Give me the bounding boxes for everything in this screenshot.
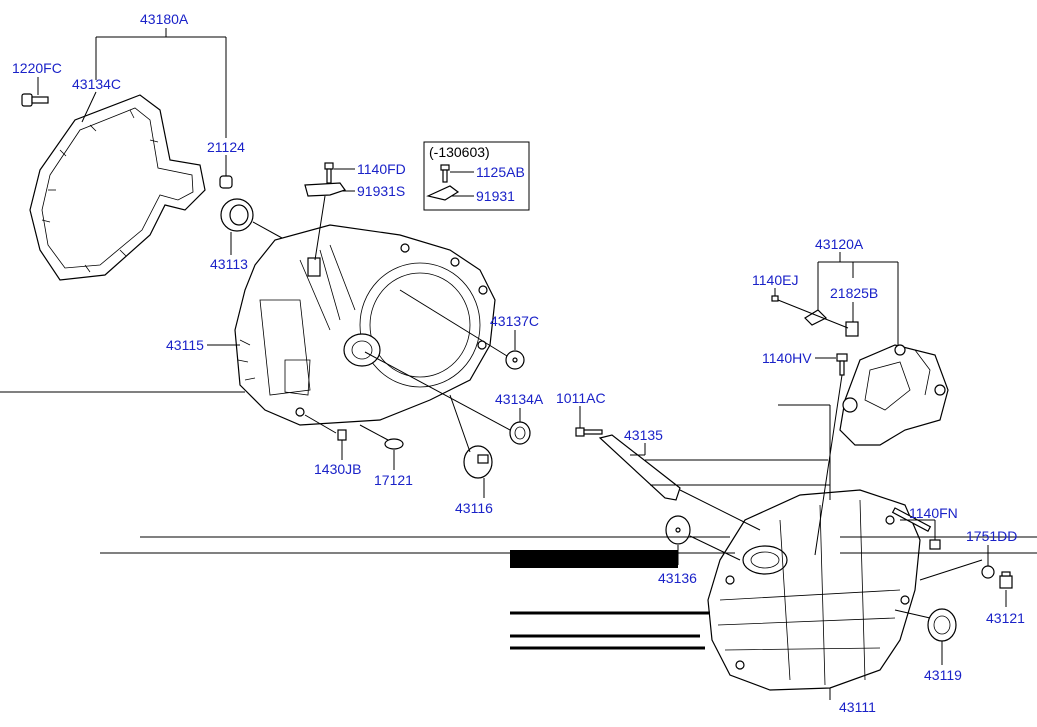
clutch-housing-43115 (234, 224, 496, 426)
label-43121: 43121 (986, 610, 1025, 626)
bolt-1140fd (324, 162, 334, 184)
label-43119: 43119 (924, 667, 962, 683)
label-43113: 43113 (210, 256, 248, 272)
mount-bracket-43120a (839, 344, 949, 446)
plug-43137c (505, 350, 525, 370)
label-17121: 17121 (374, 472, 413, 488)
label-43116: 43116 (455, 500, 493, 516)
retainer-21825b-clip (804, 309, 828, 326)
oil-seal-43113 (220, 198, 254, 232)
plate-43116 (463, 445, 493, 479)
label-1751dd: 1751DD (966, 528, 1017, 544)
label-43120a: 43120A (815, 236, 864, 252)
label-1125ab: 1125AB (476, 164, 525, 180)
bracket-91931s (304, 182, 346, 197)
label-43111: 43111 (839, 699, 876, 715)
bolt-1011ac (575, 427, 603, 437)
label-43134a: 43134A (495, 391, 544, 407)
bolt-1220fc (21, 93, 49, 107)
label-1140fn: 1140FN (909, 505, 958, 521)
label-21825b: 21825B (830, 285, 878, 301)
bracket-91931 (426, 185, 460, 201)
label-91931: 91931 (476, 188, 515, 204)
bolt-1140ej (771, 295, 779, 302)
magnet-17121 (384, 438, 404, 450)
label-1011ac: 1011AC (556, 390, 606, 406)
bolt-1140hv (836, 353, 848, 376)
leader-lines (0, 28, 1037, 700)
oil-seal-43134a (509, 421, 531, 445)
label-21124: 21124 (207, 139, 245, 155)
bracket-43135 (598, 434, 681, 501)
dowel-pin-21124 (219, 175, 233, 189)
label-43180a: 43180A (140, 11, 189, 27)
inset-box-title: (-130603) (429, 144, 490, 160)
bolt-1125ab (440, 164, 450, 183)
label-1140fd: 1140FD (357, 161, 406, 177)
label-1140ej: 1140EJ (752, 272, 798, 288)
insulator-21825b (845, 321, 859, 337)
label-43115: 43115 (166, 337, 204, 353)
label-43136: 43136 (658, 570, 697, 586)
label-43135: 43135 (624, 427, 663, 443)
label-1220fc: 1220FC (12, 60, 62, 76)
label-91931s: 91931S (357, 183, 405, 199)
washer-1751dd (981, 565, 995, 579)
label-1430jb: 1430JB (314, 461, 361, 477)
label-1140hv: 1140HV (762, 350, 812, 366)
gasket-43134c (29, 94, 206, 281)
plug-43121 (999, 571, 1013, 589)
heavy-lines (510, 550, 710, 650)
oil-seal-43119 (927, 608, 957, 642)
plug-43136 (665, 515, 691, 545)
transmission-case-43111 (707, 489, 921, 691)
bolt-1430jb (337, 429, 347, 441)
label-43134c: 43134C (72, 76, 121, 92)
label-43137c: 43137C (490, 313, 539, 329)
